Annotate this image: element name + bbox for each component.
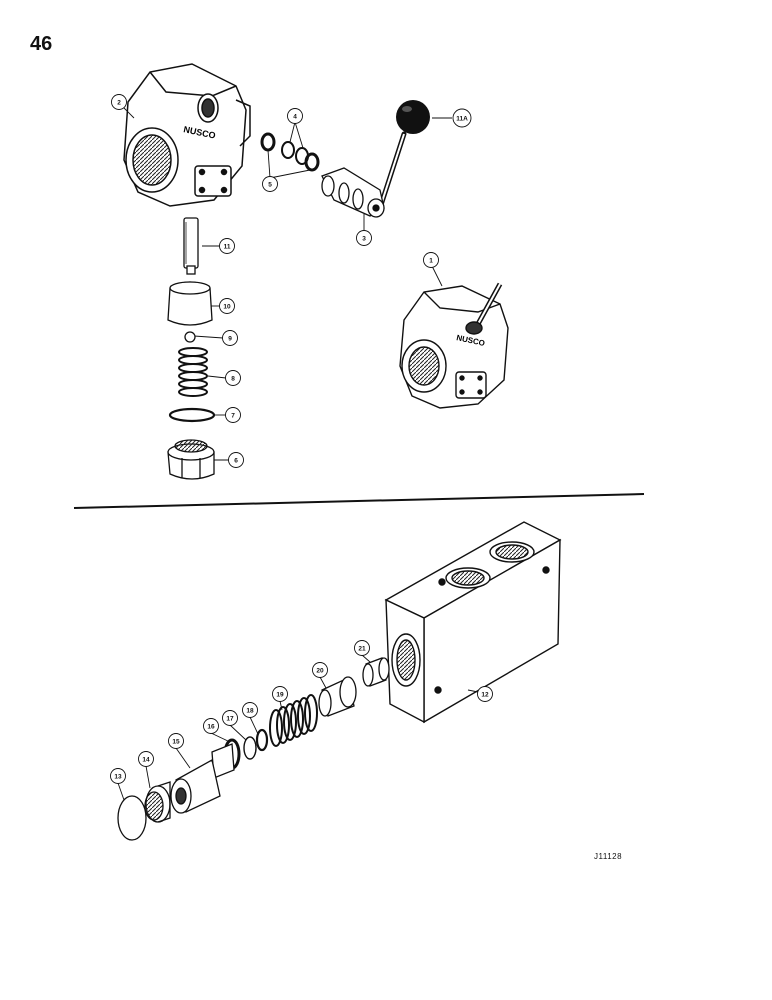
callout-16: 16 xyxy=(203,718,219,734)
callout-8: 8 xyxy=(225,370,241,386)
o-ring-part-18 xyxy=(255,728,269,752)
svg-text:21: 21 xyxy=(358,646,366,653)
lock-nut-part-14 xyxy=(144,781,171,823)
callout-19: 19 xyxy=(272,686,288,702)
callout-10: 10 xyxy=(219,298,235,314)
callout-2: 2 xyxy=(111,94,127,110)
svg-text:20: 20 xyxy=(316,668,324,675)
callout-21: 21 xyxy=(354,640,370,656)
figure-reference-code: J11128 xyxy=(594,852,623,861)
spring-part-19 xyxy=(269,694,318,747)
o-ring-part-7 xyxy=(168,407,216,423)
callout-17: 17 xyxy=(222,710,238,726)
o-ring-part-4 xyxy=(260,132,320,172)
svg-text:18: 18 xyxy=(246,708,254,715)
leader-lines-bottom xyxy=(117,654,479,801)
poppet-part-20 xyxy=(318,676,357,717)
callout-4: 4 xyxy=(287,108,303,124)
svg-text:14: 14 xyxy=(142,757,150,764)
svg-text:12: 12 xyxy=(481,692,489,699)
page-number: 46 xyxy=(30,33,53,55)
valve-spool-part-3 xyxy=(321,131,407,218)
callout-7: 7 xyxy=(225,407,241,423)
svg-text:13: 13 xyxy=(114,774,122,781)
callout-5: 5 xyxy=(262,176,278,192)
svg-text:5: 5 xyxy=(268,182,272,189)
svg-text:15: 15 xyxy=(172,739,180,746)
callout-11: 11 xyxy=(219,238,235,254)
svg-text:7: 7 xyxy=(231,413,235,420)
svg-text:6: 6 xyxy=(234,458,238,465)
ball-part-9 xyxy=(184,331,196,343)
svg-text:2: 2 xyxy=(117,100,121,107)
svg-text:19: 19 xyxy=(276,692,284,699)
lever-knob-part-11a xyxy=(396,100,430,134)
svg-text:11A: 11A xyxy=(456,116,468,123)
svg-text:11: 11 xyxy=(224,244,231,251)
callout-1: 1 xyxy=(423,252,439,268)
poppet-part-10 xyxy=(167,281,213,326)
svg-text:10: 10 xyxy=(223,304,231,311)
callout-14: 14 xyxy=(138,751,154,767)
callout-20: 20 xyxy=(312,662,328,678)
sleeve-part-21 xyxy=(362,657,390,687)
valve-body-part-2 xyxy=(123,63,251,207)
callout-13: 13 xyxy=(110,768,126,784)
svg-text:4: 4 xyxy=(293,114,297,121)
svg-text:8: 8 xyxy=(231,376,235,383)
plug-part-6 xyxy=(167,439,215,480)
spring-part-8 xyxy=(178,347,208,397)
callout-11a: 11A xyxy=(452,108,472,128)
callout-15: 15 xyxy=(168,733,184,749)
svg-text:17: 17 xyxy=(226,716,234,723)
callout-3: 3 xyxy=(356,230,372,246)
callout-6: 6 xyxy=(228,452,244,468)
callout-9: 9 xyxy=(222,330,238,346)
adjusting-screw-part-15 xyxy=(170,743,235,814)
svg-text:1: 1 xyxy=(429,258,433,265)
svg-text:3: 3 xyxy=(362,236,366,243)
svg-text:9: 9 xyxy=(228,336,232,343)
callout-12: 12 xyxy=(477,686,493,702)
leader-lines-top xyxy=(123,107,452,461)
washer-part-17 xyxy=(243,736,257,760)
svg-text:16: 16 xyxy=(207,724,215,731)
pin-part-11 xyxy=(183,217,199,275)
section-divider xyxy=(73,493,645,509)
valve-assembly-part-1 xyxy=(399,282,509,409)
valve-block-part-12 xyxy=(384,521,562,724)
cap-part-13 xyxy=(117,795,147,841)
callout-18: 18 xyxy=(242,702,258,718)
